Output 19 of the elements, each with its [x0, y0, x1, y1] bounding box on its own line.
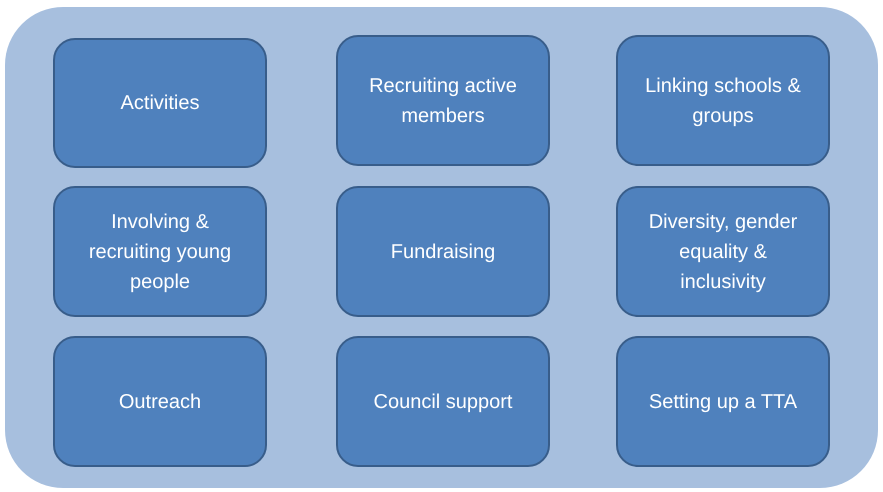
topic-box — [336, 336, 550, 467]
topic-box — [616, 35, 830, 166]
group-panel — [5, 7, 878, 488]
topic-box — [336, 186, 550, 317]
topic-label: Council support — [374, 390, 512, 414]
topic-box — [616, 186, 830, 317]
topic-box — [53, 186, 267, 317]
topic-label: Recruiting active members — [368, 74, 518, 128]
topic-label: Involving & recruiting young people — [88, 210, 232, 294]
topic-label: Outreach — [118, 390, 202, 414]
topic-box — [53, 38, 267, 168]
topic-box — [336, 35, 550, 166]
topic-box — [53, 336, 267, 467]
topic-label: Diversity, gender equality & inclusivity — [648, 210, 798, 294]
topic-label: Setting up a TTA — [648, 390, 798, 414]
topic-label: Linking schools & groups — [644, 74, 802, 128]
topic-label: Fundraising — [390, 240, 496, 264]
topic-label: Activities — [120, 91, 200, 116]
topic-box — [616, 336, 830, 467]
